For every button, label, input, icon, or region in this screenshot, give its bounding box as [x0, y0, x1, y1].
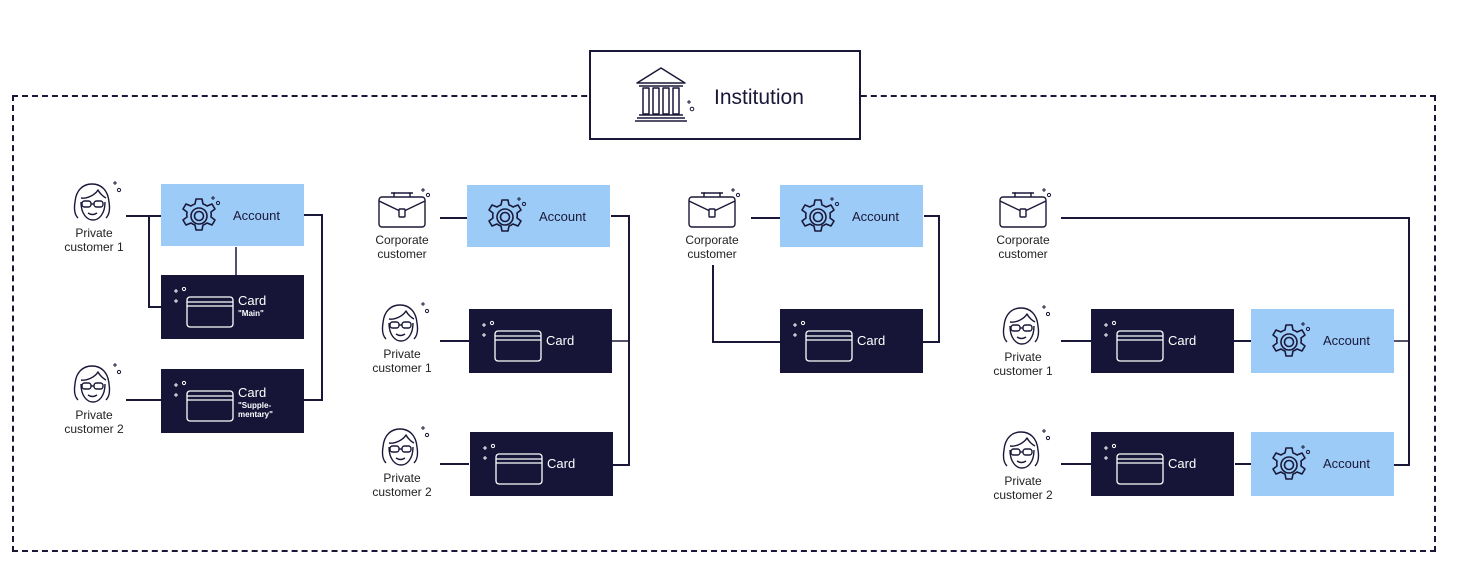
connector — [148, 216, 161, 308]
account-node[interactable]: Account — [1251, 432, 1394, 496]
briefcase-icon — [993, 185, 1053, 231]
card-label: Card — [547, 456, 576, 471]
customer-label: Private — [383, 347, 421, 361]
customer-node[interactable]: Private customer 2 — [44, 360, 144, 436]
customer-node[interactable]: Corporate customer — [662, 185, 762, 261]
card-node[interactable]: Card"Supple-mentary" — [161, 369, 304, 433]
credit-card-icon — [1103, 442, 1165, 486]
card-label: Card — [546, 333, 575, 348]
card-label: Card — [857, 333, 886, 348]
customer-node[interactable]: Private customer 1 — [973, 302, 1073, 378]
account-node[interactable]: Account — [780, 185, 923, 247]
card-node[interactable]: Card"Main" — [161, 275, 304, 339]
card-node[interactable]: Card — [470, 432, 613, 496]
customer-label: customer 1 — [64, 240, 124, 254]
account-label: Account — [1323, 333, 1370, 348]
account-label: Account — [852, 209, 899, 224]
gear-icon — [1265, 319, 1313, 365]
credit-card-icon — [482, 442, 544, 486]
account-label: Account — [233, 208, 280, 223]
credit-card-icon — [481, 319, 543, 363]
card-label: Card — [1168, 456, 1197, 471]
customer-label: Private — [75, 408, 113, 422]
customer-node[interactable]: Corporate customer — [352, 185, 452, 261]
customer-label: Corporate — [685, 233, 739, 247]
customer-label: customer — [687, 247, 737, 261]
card-node[interactable]: Card — [1091, 432, 1234, 496]
customer-node[interactable]: Private customer 1 — [352, 299, 452, 375]
briefcase-icon — [372, 185, 432, 231]
customer-label: Private — [383, 471, 421, 485]
account-node[interactable]: Account — [161, 184, 304, 246]
account-label: Account — [539, 209, 586, 224]
gear-icon — [1265, 442, 1313, 488]
institution-node[interactable]: Institution — [589, 50, 861, 140]
private-customer-icon — [372, 299, 432, 345]
connector — [712, 265, 780, 343]
customer-label: customer — [377, 247, 427, 261]
customer-label: Corporate — [375, 233, 429, 247]
customer-label: customer 1 — [372, 361, 432, 375]
private-customer-icon — [993, 426, 1053, 472]
customer-label: customer 2 — [64, 422, 124, 436]
customer-label: Private — [1004, 474, 1042, 488]
customer-node[interactable]: Private customer 2 — [352, 423, 452, 499]
private-customer-icon — [993, 302, 1053, 348]
card-node[interactable]: Card — [780, 309, 923, 373]
account-label: Account — [1323, 456, 1370, 471]
card-node[interactable]: Card — [469, 309, 612, 373]
card-label: Card — [1168, 333, 1197, 348]
connector — [304, 214, 323, 401]
customer-node[interactable]: Corporate customer — [973, 185, 1073, 261]
credit-card-icon — [1103, 319, 1165, 363]
customer-label: Private — [1004, 350, 1042, 364]
card-node[interactable]: Card — [1091, 309, 1234, 373]
credit-card-icon — [173, 379, 235, 423]
card-label: Card"Main" — [238, 293, 267, 318]
private-customer-icon — [372, 423, 432, 469]
customer-label: customer 1 — [993, 364, 1053, 378]
customer-label: customer 2 — [993, 488, 1053, 502]
gear-icon — [481, 194, 529, 240]
customer-label: Corporate — [996, 233, 1050, 247]
customer-node[interactable]: Private customer 1 — [44, 178, 144, 254]
account-node[interactable]: Account — [467, 185, 610, 247]
customer-label: Private — [75, 226, 113, 240]
institution-label: Institution — [714, 86, 804, 109]
connector — [923, 215, 940, 343]
private-customer-icon — [64, 360, 124, 406]
card-label: Card"Supple-mentary" — [238, 385, 273, 419]
credit-card-icon — [792, 319, 854, 363]
private-customer-icon — [64, 178, 124, 224]
account-node[interactable]: Account — [1251, 309, 1394, 373]
credit-card-icon — [173, 285, 235, 329]
bank-icon — [635, 67, 695, 122]
customer-label: customer 2 — [372, 485, 432, 499]
customer-node[interactable]: Private customer 2 — [973, 426, 1073, 502]
customer-label: customer — [998, 247, 1048, 261]
gear-icon — [794, 194, 842, 240]
briefcase-icon — [682, 185, 742, 231]
gear-icon — [175, 193, 223, 239]
